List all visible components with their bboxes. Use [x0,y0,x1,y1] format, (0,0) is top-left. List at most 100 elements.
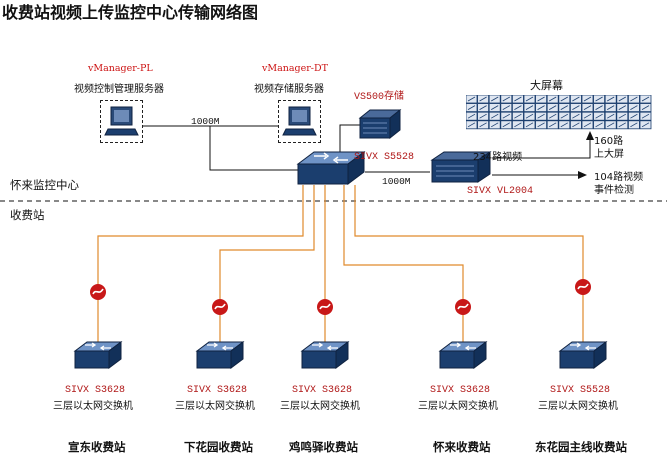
screen-tile-mark [572,113,580,119]
screen-tile-mark [537,122,545,128]
screen-tile-mark [630,122,638,128]
screen-tile-mark [618,113,626,119]
screen-tile-mark [502,122,510,128]
out-160-sub-label: 上大屏 [594,149,624,160]
page-title: 收费站视频上传监控中心传输网络图 [2,3,259,22]
screen-tile-mark [618,122,626,128]
screen-tile-mark [641,96,650,102]
screen-tile-mark [560,113,568,119]
screen-tile-mark [572,96,580,102]
screen-tile-mark [583,122,592,128]
screen-tile-mark [514,105,522,110]
core-switch-model: SIVX S5528 [354,152,415,163]
station-switch-icon [558,340,608,374]
firewall-icon [89,283,107,305]
screen-tile-mark [595,96,603,102]
screen-tile-mark [525,105,534,110]
screen-tile-mark [549,105,557,110]
screen-tile-mark [491,122,499,128]
screen-tile-mark [572,122,580,128]
screen-tile-mark [479,96,487,102]
firewall-icon [454,298,472,320]
screen-tile-mark [607,113,615,119]
out-104-sub-label: 事件检测 [594,185,634,196]
screen-tile-mark [467,96,476,102]
station-switch-icon [73,340,123,374]
server-dt-icon [278,100,321,143]
station-name: 鸡鸣驿收费站 [289,440,358,454]
screen-tile-mark [514,96,522,102]
station-switch-model: SIVX S3628 [187,385,248,396]
screen-tile-mark [514,113,522,119]
screen-tile-mark [502,96,510,102]
server-dt-label: 视频存储服务器 [254,84,324,95]
screen-tile-mark [525,122,534,128]
screen-tile-mark [491,113,499,119]
station-switch-model: SIVX S3628 [292,385,353,396]
station-switch-icon [438,340,488,374]
screen-tile-mark [537,96,545,102]
screen-tile-mark [641,113,650,119]
screen-tile-mark [560,105,568,110]
server-pl-label: 视频控制管理服务器 [74,84,164,95]
station-switch-desc: 三层以太网交换机 [418,401,498,412]
station-switch-desc: 三层以太网交换机 [538,401,618,412]
screen-tile-mark [583,96,592,102]
decoder-icon [430,150,492,186]
screen-tile-mark [583,105,592,110]
station-name: 怀来收费站 [433,440,491,454]
screen-tile-mark [491,96,499,102]
trunk-xiahuayuan [219,185,315,345]
screen-tile-mark [618,105,626,110]
screen-tile-mark [467,105,476,110]
screen-tile-mark [479,122,487,128]
screen-tile-mark [595,113,603,119]
big-screen-label: 大屏幕 [530,79,563,92]
screen-tile-mark [491,105,499,110]
screen-tile-mark [537,113,545,119]
screen-tile-mark [607,105,615,110]
station-switch-model: SIVX S3628 [65,385,126,396]
screen-tile-mark [641,105,650,110]
out-160-label: 160路 [594,136,624,147]
screen-tile-mark [502,113,510,119]
server-dt-model: vManager-DT [262,63,328,74]
trunk-xuandong [97,185,304,345]
server-link-label: 1000M [191,116,220,127]
station-switch-model: SIVX S5528 [550,385,611,396]
link-decoder-screen [492,138,591,159]
screen-tile-mark [549,122,557,128]
video-234-label: 234路视频 [473,152,523,163]
screen-tile-mark [595,122,603,128]
screen-tile-mark [467,122,476,128]
storage-icon [358,108,402,142]
screen-tile-mark [583,113,592,119]
arrow-screen [586,131,594,140]
screen-tile-mark [525,113,534,119]
screen-tile-mark [537,105,545,110]
screen-tile-mark [630,105,638,110]
decoder-model: SIVX VL2004 [467,186,534,197]
screen-tile-mark [549,96,557,102]
screen-tile-mark [607,96,615,102]
screen-tile-mark [630,96,638,102]
trunk-huailai [343,185,464,345]
screen-tile-mark [641,122,650,128]
screen-tile-mark [607,122,615,128]
server-pl-model: vManager-PL [88,63,153,74]
core-switch-icon [296,150,366,188]
station-name: 东花园主线收费站 [535,440,627,454]
screen-tile-mark [479,105,487,110]
station-switch-desc: 三层以太网交换机 [53,401,133,412]
firewall-icon [574,278,592,300]
screen-grid [466,95,652,130]
screen-tile-mark [560,122,568,128]
screen-tile-mark [514,122,522,128]
arrow-event [578,171,587,179]
firewall-icon [316,298,334,320]
screen-tile-mark [502,105,510,110]
screen-tile-mark [467,113,476,119]
screen-tile-mark [630,113,638,119]
screen-tile-mark [560,96,568,102]
